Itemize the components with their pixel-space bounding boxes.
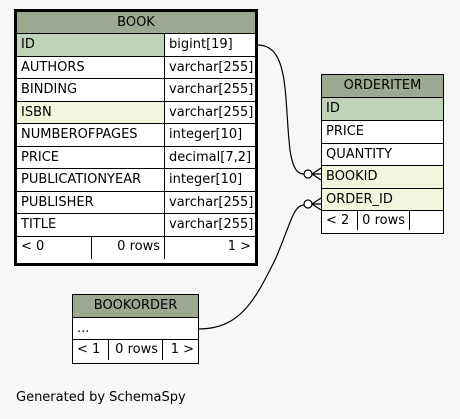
- column-name: BOOKID: [322, 166, 443, 188]
- column-name: QUANTITY: [326, 147, 393, 162]
- relationship-book-orderitem: [257, 44, 305, 175]
- table-orderitem[interactable]: ORDERITEM ID PRICE QUANTITY BOOKID ORDER…: [321, 74, 444, 234]
- parents-count[interactable]: < 1: [77, 342, 101, 357]
- crowfoot-lines-bookid: [311, 167, 322, 181]
- crowfoot-lines-order-id: [311, 197, 322, 211]
- table-name[interactable]: ORDERITEM: [322, 75, 443, 97]
- column-name: PUBLISHER: [21, 195, 94, 210]
- parents-count[interactable]: < 2: [326, 213, 350, 228]
- generated-by-label: Generated by SchemaSpy: [16, 390, 186, 405]
- table-name[interactable]: BOOK: [17, 12, 255, 33]
- column-name: BINDING: [21, 82, 78, 97]
- column-type: varchar[255]: [169, 82, 254, 97]
- parents-count[interactable]: < 0: [21, 239, 45, 254]
- column-row[interactable]: TITLE varchar[255]: [17, 214, 255, 237]
- table-bookorder[interactable]: BOOKORDER ... < 1 0 rows 1 >: [72, 294, 199, 364]
- column-type: varchar[255]: [169, 105, 254, 120]
- column-row[interactable]: ISBN varchar[255]: [17, 102, 255, 124]
- column-type: bigint[19]: [169, 37, 233, 52]
- column-row[interactable]: ID bigint[19]: [17, 34, 255, 57]
- column-name: ID: [322, 98, 443, 120]
- column-row[interactable]: BINDING varchar[255]: [17, 79, 255, 102]
- table-header[interactable]: BOOKORDER: [73, 295, 198, 318]
- column-row[interactable]: PUBLICATIONYEAR integer[10]: [17, 169, 255, 192]
- crowfoot-bookid: [303, 169, 313, 179]
- column-row[interactable]: PUBLISHER varchar[255]: [17, 192, 255, 214]
- table-header[interactable]: BOOK: [17, 12, 255, 34]
- column-type: varchar[255]: [169, 195, 254, 210]
- table-name[interactable]: BOOKORDER: [73, 295, 198, 317]
- row-count: 0 rows: [362, 213, 405, 228]
- column-type: integer[10]: [169, 127, 243, 142]
- column-row[interactable]: BOOKID: [322, 166, 443, 189]
- column-row[interactable]: PRICE: [322, 121, 443, 144]
- relationship-bookorder-orderitem: [198, 204, 305, 330]
- column-name: AUTHORS: [21, 60, 85, 75]
- table-footer: < 2 0 rows: [322, 211, 443, 233]
- table-footer: < 1 0 rows 1 >: [73, 340, 198, 363]
- children-count[interactable]: 1 >: [170, 342, 194, 357]
- column-name: ORDER_ID: [322, 189, 443, 210]
- column-row[interactable]: PRICE decimal[7,2]: [17, 147, 255, 169]
- column-type: decimal[7,2]: [169, 150, 252, 165]
- column-row[interactable]: ORDER_ID: [322, 189, 443, 211]
- column-row[interactable]: QUANTITY: [322, 144, 443, 166]
- column-name: PRICE: [326, 124, 364, 139]
- column-name: PUBLICATIONYEAR: [21, 172, 142, 187]
- column-name: NUMBEROFPAGES: [21, 127, 138, 142]
- column-name: PRICE: [21, 150, 59, 165]
- column-row[interactable]: ...: [73, 318, 198, 340]
- column-row[interactable]: ID: [322, 98, 443, 121]
- column-name: TITLE: [21, 217, 57, 232]
- column-row[interactable]: AUTHORS varchar[255]: [17, 57, 255, 79]
- crowfoot-order-id: [303, 199, 313, 209]
- column-type: integer[10]: [169, 172, 243, 187]
- row-count: 0 rows: [115, 342, 158, 357]
- column-row[interactable]: NUMBEROFPAGES integer[10]: [17, 124, 255, 147]
- table-book[interactable]: BOOK ID bigint[19] AUTHORS varchar[255] …: [14, 9, 258, 266]
- table-header[interactable]: ORDERITEM: [322, 75, 443, 98]
- column-name: ISBN: [17, 102, 164, 123]
- children-count[interactable]: 1 >: [227, 239, 251, 254]
- column-name: ID: [17, 34, 164, 56]
- column-type: varchar[255]: [169, 60, 254, 75]
- row-count: 0 rows: [117, 239, 160, 254]
- column-name: ...: [77, 321, 90, 336]
- table-footer: < 0 0 rows 1 >: [17, 237, 255, 263]
- column-type: varchar[255]: [169, 217, 254, 232]
